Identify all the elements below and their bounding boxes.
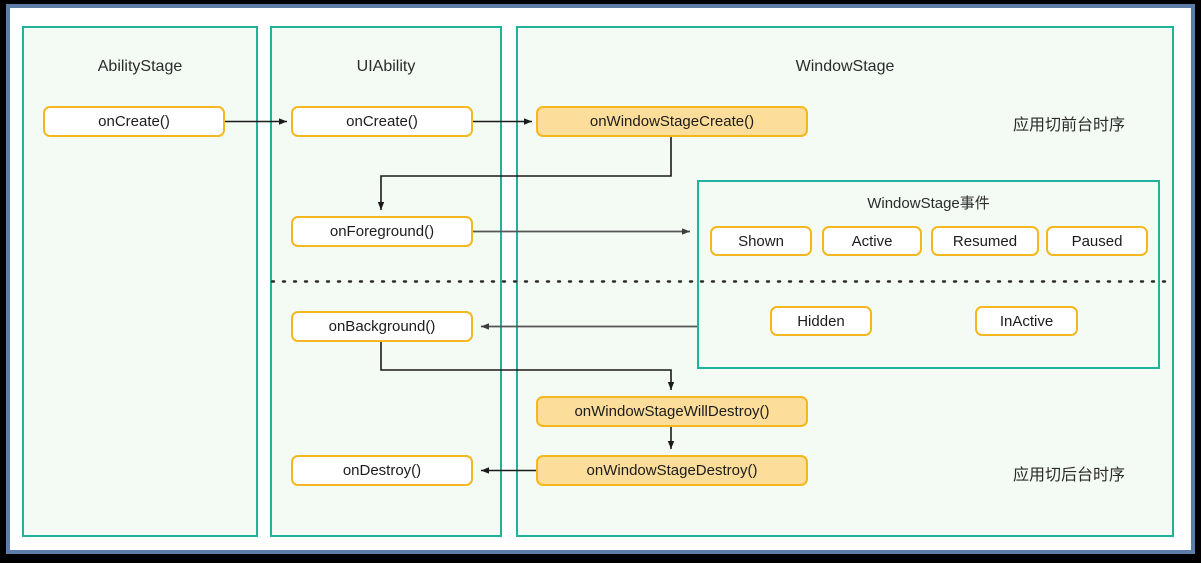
node-abilitystage-oncreate[interactable]: onCreate() [43, 106, 225, 137]
node-ondestroy-label: onDestroy() [342, 462, 422, 479]
window-stage-event-group-title: WindowStage事件 [867, 195, 990, 212]
event-chip-hidden[interactable]: Hidden [770, 306, 872, 336]
node-onwindowstagedestroy-label: onWindowStageDestroy() [586, 462, 758, 479]
node-onwindowstagedestroy[interactable]: onWindowStageDestroy() [536, 455, 808, 486]
event-chip-inactive[interactable]: InActive [975, 306, 1078, 336]
event-chip-resumed[interactable]: Resumed [931, 226, 1039, 256]
event-chip-active-label: Active [851, 232, 893, 250]
node-onwindowstagewilldestroy[interactable]: onWindowStageWillDestroy() [536, 396, 808, 427]
node-onbackground-label: onBackground() [328, 318, 436, 335]
event-chip-paused-label: Paused [1071, 232, 1123, 250]
lane-ability-stage: AbilityStage [22, 26, 258, 537]
event-chip-shown-label: Shown [738, 232, 784, 250]
lane-title-window-stage: WindowStage [795, 58, 895, 75]
event-chip-active[interactable]: Active [822, 226, 922, 256]
lane-title-ui-ability: UIAbility [356, 58, 416, 75]
node-abilitystage-oncreate-label: onCreate() [98, 113, 170, 130]
event-chip-hidden-label: Hidden [797, 312, 845, 330]
event-chip-paused[interactable]: Paused [1046, 226, 1148, 256]
annotation-background-sequence: 应用切后台时序 [1013, 467, 1126, 484]
event-chip-inactive-label: InActive [999, 312, 1054, 330]
node-uiability-oncreate[interactable]: onCreate() [291, 106, 473, 137]
node-onwindowstagecreate-label: onWindowStageCreate() [589, 113, 755, 130]
annotation-foreground-sequence: 应用切前台时序 [1013, 117, 1126, 134]
node-onforeground-label: onForeground() [329, 223, 435, 240]
event-chip-resumed-label: Resumed [952, 232, 1018, 250]
event-chip-shown[interactable]: Shown [710, 226, 812, 256]
node-onbackground[interactable]: onBackground() [291, 311, 473, 342]
node-onwindowstagecreate[interactable]: onWindowStageCreate() [536, 106, 808, 137]
window-stage-event-group: WindowStage事件 [697, 180, 1160, 369]
node-ondestroy[interactable]: onDestroy() [291, 455, 473, 486]
node-onwindowstagewilldestroy-label: onWindowStageWillDestroy() [574, 403, 770, 420]
node-onforeground[interactable]: onForeground() [291, 216, 473, 247]
node-uiability-oncreate-label: onCreate() [346, 113, 418, 130]
lane-title-ability-stage: AbilityStage [97, 58, 183, 75]
